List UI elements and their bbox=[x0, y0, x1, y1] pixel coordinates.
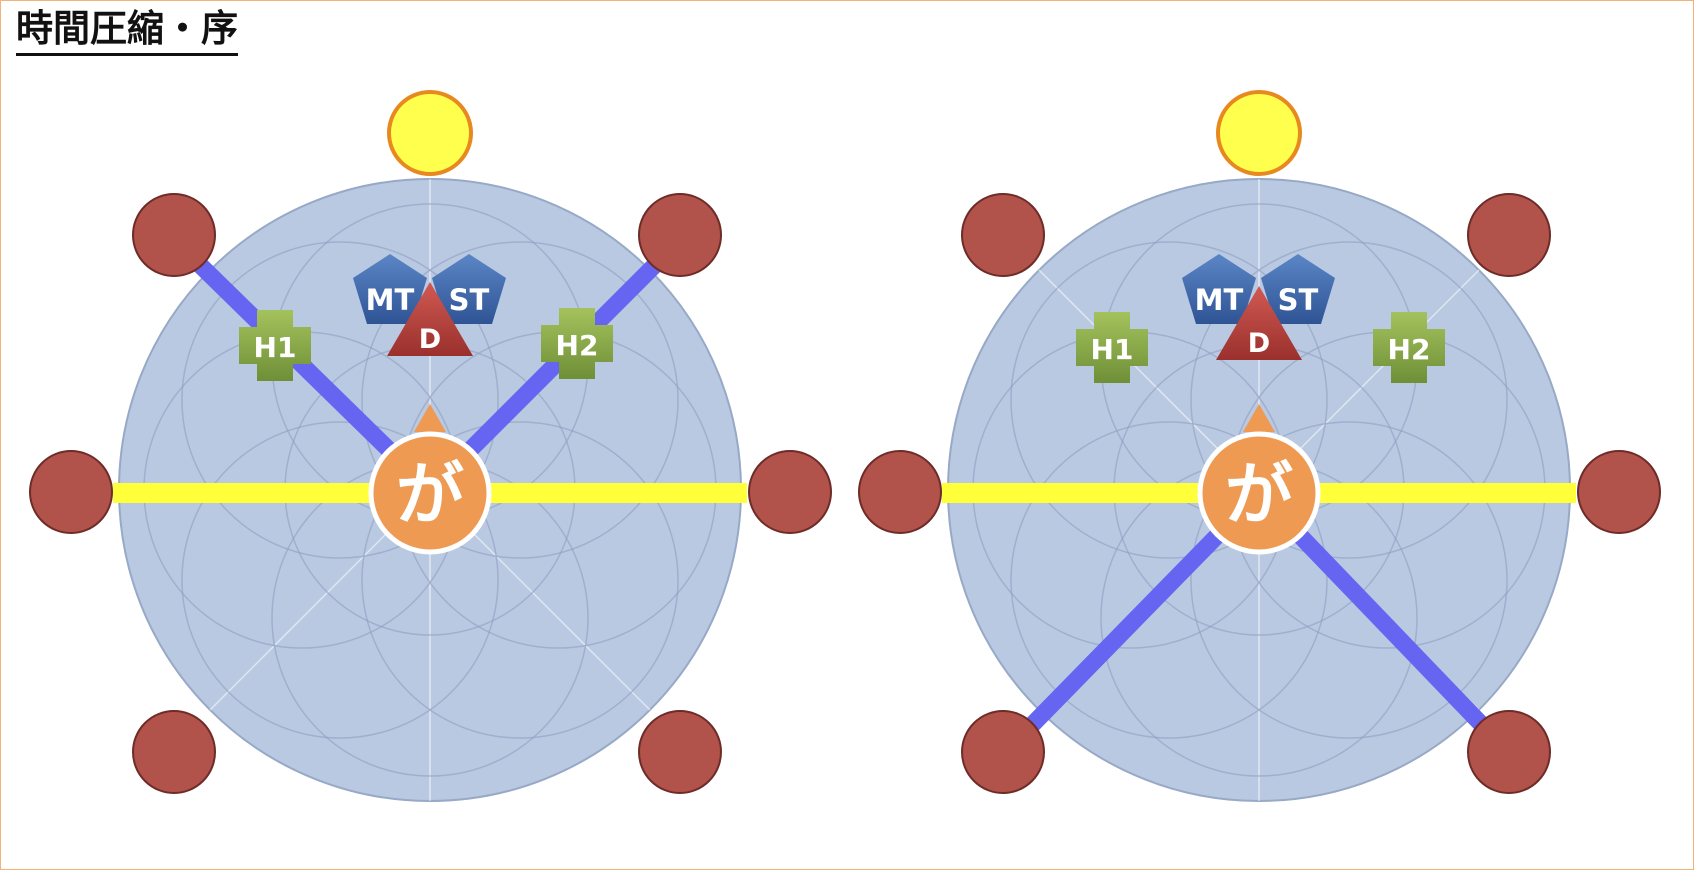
boss-label: が bbox=[396, 456, 464, 535]
tank-st: ST bbox=[432, 254, 506, 324]
boss-circle bbox=[1197, 431, 1321, 555]
mt-label: MT bbox=[366, 283, 415, 317]
d-label: D bbox=[1248, 328, 1270, 359]
page-title: 時間圧縮・序 bbox=[16, 6, 238, 56]
healer-h2: H2 bbox=[541, 308, 613, 379]
red-marker bbox=[29, 450, 113, 534]
dps-d: D bbox=[1216, 286, 1302, 360]
boss-circle bbox=[368, 431, 492, 555]
h1-label: H1 bbox=[254, 331, 297, 364]
h2-label: H2 bbox=[1388, 333, 1431, 366]
red-marker bbox=[1467, 193, 1551, 277]
red-marker bbox=[132, 193, 216, 277]
dps-d: D bbox=[387, 282, 473, 356]
markers bbox=[29, 90, 832, 794]
party-members: MT ST D H1 H2 bbox=[239, 254, 613, 381]
markers bbox=[858, 90, 1661, 794]
party-members: MT ST D H1 H2 bbox=[1076, 254, 1445, 383]
healer-h1: H1 bbox=[239, 310, 311, 381]
red-marker bbox=[961, 710, 1045, 794]
tank-mt: MT bbox=[1182, 254, 1256, 324]
yellow-marker bbox=[1216, 90, 1302, 176]
red-marker bbox=[1577, 450, 1661, 534]
red-marker bbox=[1467, 710, 1551, 794]
boss-facing-arrow bbox=[1243, 404, 1275, 432]
st-label: ST bbox=[449, 283, 490, 317]
d-label: D bbox=[419, 324, 441, 355]
boss-facing-arrow bbox=[414, 404, 446, 432]
tank-st: ST bbox=[1261, 254, 1335, 324]
red-marker bbox=[638, 710, 722, 794]
diagram-left: MT ST D H1 H2 が bbox=[29, 90, 832, 802]
red-marker bbox=[961, 193, 1045, 277]
red-marker bbox=[858, 450, 942, 534]
boss: が bbox=[1197, 404, 1321, 555]
red-marker bbox=[638, 193, 722, 277]
healer-h2: H2 bbox=[1373, 312, 1445, 383]
tank-mt: MT bbox=[353, 254, 427, 324]
h1-label: H1 bbox=[1091, 333, 1134, 366]
healer-h1: H1 bbox=[1076, 312, 1148, 383]
boss-label: が bbox=[1225, 456, 1293, 535]
yellow-marker bbox=[387, 90, 473, 176]
h2-label: H2 bbox=[556, 329, 599, 362]
diagram-right: MT ST D H1 H2 が bbox=[858, 90, 1661, 802]
st-label: ST bbox=[1278, 283, 1319, 317]
boss: が bbox=[368, 404, 492, 555]
red-marker bbox=[748, 450, 832, 534]
mt-label: MT bbox=[1195, 283, 1244, 317]
red-marker bbox=[132, 710, 216, 794]
